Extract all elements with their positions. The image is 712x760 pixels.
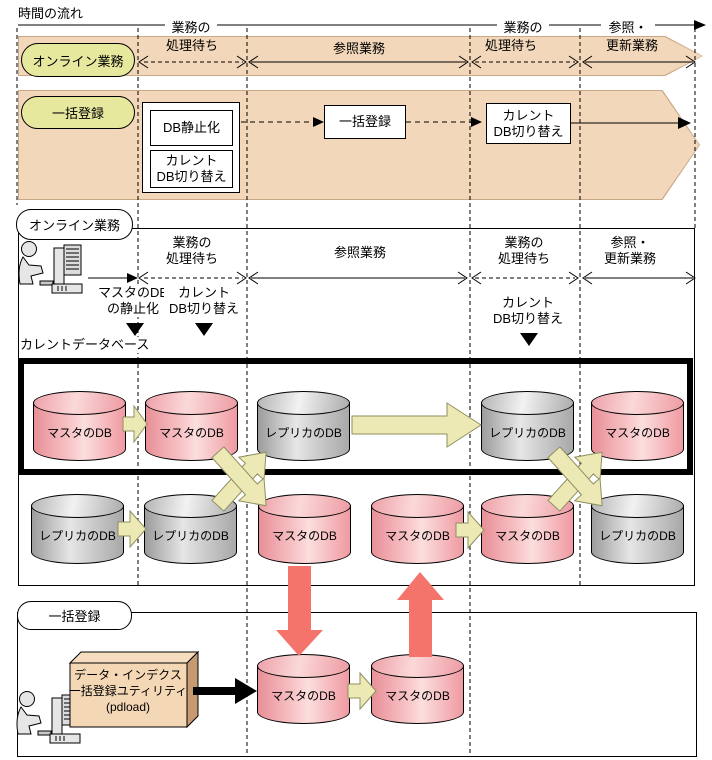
time-axis-arrowhead-icon [694,20,706,30]
db-label: マスタのDB [385,689,450,703]
marker-quiesce-label: マスタのDB の静止化 [93,285,173,317]
phase-wait2-line2: 処理待ち [479,38,543,54]
marker-switch1-label: カレント DB切り替え [164,285,244,317]
current-database-frame [18,358,693,475]
db-cylinder-master: マスタのDB [257,654,350,724]
db-label: レプリカのDB [599,529,676,543]
db-label: レプリカのDB [265,426,342,440]
cylinder-top [258,494,351,518]
cylinder-top [257,654,350,678]
batch-section-frame [17,612,697,757]
batch-section-label: 一括登録 [17,601,132,630]
utility-box-label: データ・インデクス 一括登録ユティリティ (pdload) [68,668,188,714]
db-label: レプリカのDB [152,529,229,543]
step-db-quiesce-box: DB静止化 [150,110,233,146]
db-cylinder-replica: レプリカのDB [591,494,684,564]
phase-refupdate-line1: 参照・ [601,20,655,36]
db-cylinder-master: マスタのDB [145,391,238,461]
db-cylinder-replica: レプリカのDB [481,391,574,461]
section-refupdate-label: 参照・ 更新業務 [596,235,664,267]
band-online-label: オンライン業務 [21,43,135,77]
band-batch-label: 一括登録 [21,96,135,129]
db-cylinder-master: マスタのDB [481,494,574,564]
db-label: マスタのDB [385,529,450,543]
cylinder-top [591,391,684,415]
section-wait2-label: 業務の 処理待ち [488,235,560,267]
db-cylinder-master: マスタのDB [371,494,464,564]
cylinder-top [257,391,350,415]
db-cylinder-master: マスタのDB [258,494,351,564]
cylinder-top [144,494,237,518]
online-section-label: オンライン業務 [16,209,133,240]
step-current-db-switch-box-2: カレント DB切り替え [486,103,571,144]
db-cylinder-master: マスタのDB [33,391,126,461]
cylinder-top [481,494,574,518]
db-label: マスタのDB [272,529,337,543]
db-cylinder-replica: レプリカのDB [257,391,350,461]
step-batch-register-box: 一括登録 [324,105,406,139]
cylinder-top [371,654,464,678]
db-label: レプリカのDB [489,426,566,440]
section-reference-label: 参照業務 [331,245,389,261]
db-label: マスタのDB [495,529,560,543]
cylinder-top [31,494,124,518]
cylinder-top [591,494,684,518]
db-label: マスタのDB [47,426,112,440]
phase-reference-label: 参照業務 [330,41,388,57]
phase-wait1-line1: 業務の [165,20,217,36]
section-wait1-label: 業務の 処理待ち [156,235,228,267]
db-label: レプリカのDB [39,529,116,543]
current-database-caption: カレントデータベース [20,337,172,353]
page-title: 時間の流れ [18,6,84,21]
db-cylinder-master: マスタのDB [591,391,684,461]
marker-switch2-label: カレント DB切り替え [488,295,568,327]
cylinder-top [481,391,574,415]
db-cylinder-replica: レプリカのDB [144,494,237,564]
phase-refupdate-line2: 更新業務 [600,38,664,54]
step-current-db-switch-box-1: カレント DB切り替え [150,150,233,188]
db-cylinder-replica: レプリカのDB [31,494,124,564]
phase-wait1-line2: 処理待ち [160,38,224,54]
db-label: マスタのDB [605,426,670,440]
db-label: マスタのDB [159,426,224,440]
db-label: マスタのDB [271,689,336,703]
cylinder-top [145,391,238,415]
phase-wait2-line1: 業務の [497,20,549,36]
db-cylinder-master: マスタのDB [371,654,464,724]
cylinder-top [371,494,464,518]
cylinder-top [33,391,126,415]
